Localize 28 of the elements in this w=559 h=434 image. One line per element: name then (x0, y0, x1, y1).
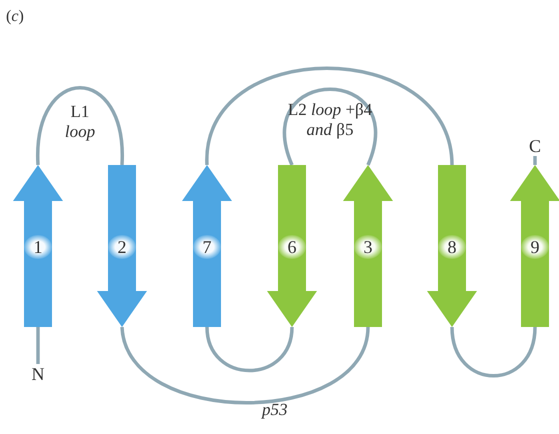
strand-number: 8 (438, 235, 466, 259)
loop-connector (283, 88, 377, 166)
loop-connector (120, 326, 370, 404)
terminus-label: N (28, 364, 48, 384)
strand-number: 1 (24, 235, 52, 259)
loop-connector (36, 86, 124, 166)
panel-letter: (c) (6, 8, 24, 26)
beta-strand (12, 165, 64, 327)
beta-strand (181, 165, 233, 327)
beta-strand (426, 165, 478, 327)
strand-number: 3 (354, 235, 382, 259)
loop-label: L1 loop (64, 102, 96, 142)
strand-number: 9 (521, 235, 549, 259)
terminus-label: C (525, 136, 545, 156)
beta-strand (342, 165, 394, 327)
loop-label: L2 loop +β4 and β5 (286, 100, 374, 140)
loop-connector (533, 156, 537, 165)
loop-connector (450, 326, 537, 378)
loop-connector (205, 326, 294, 372)
protein-caption: p53 (262, 400, 288, 420)
strand-number: 2 (108, 235, 136, 259)
loop-connector (36, 327, 40, 364)
beta-strand (509, 165, 559, 327)
beta-strand (96, 165, 148, 327)
beta-strand (266, 165, 318, 327)
loop-connector (205, 66, 454, 166)
strand-number: 7 (193, 235, 221, 259)
strand-number: 6 (278, 235, 306, 259)
